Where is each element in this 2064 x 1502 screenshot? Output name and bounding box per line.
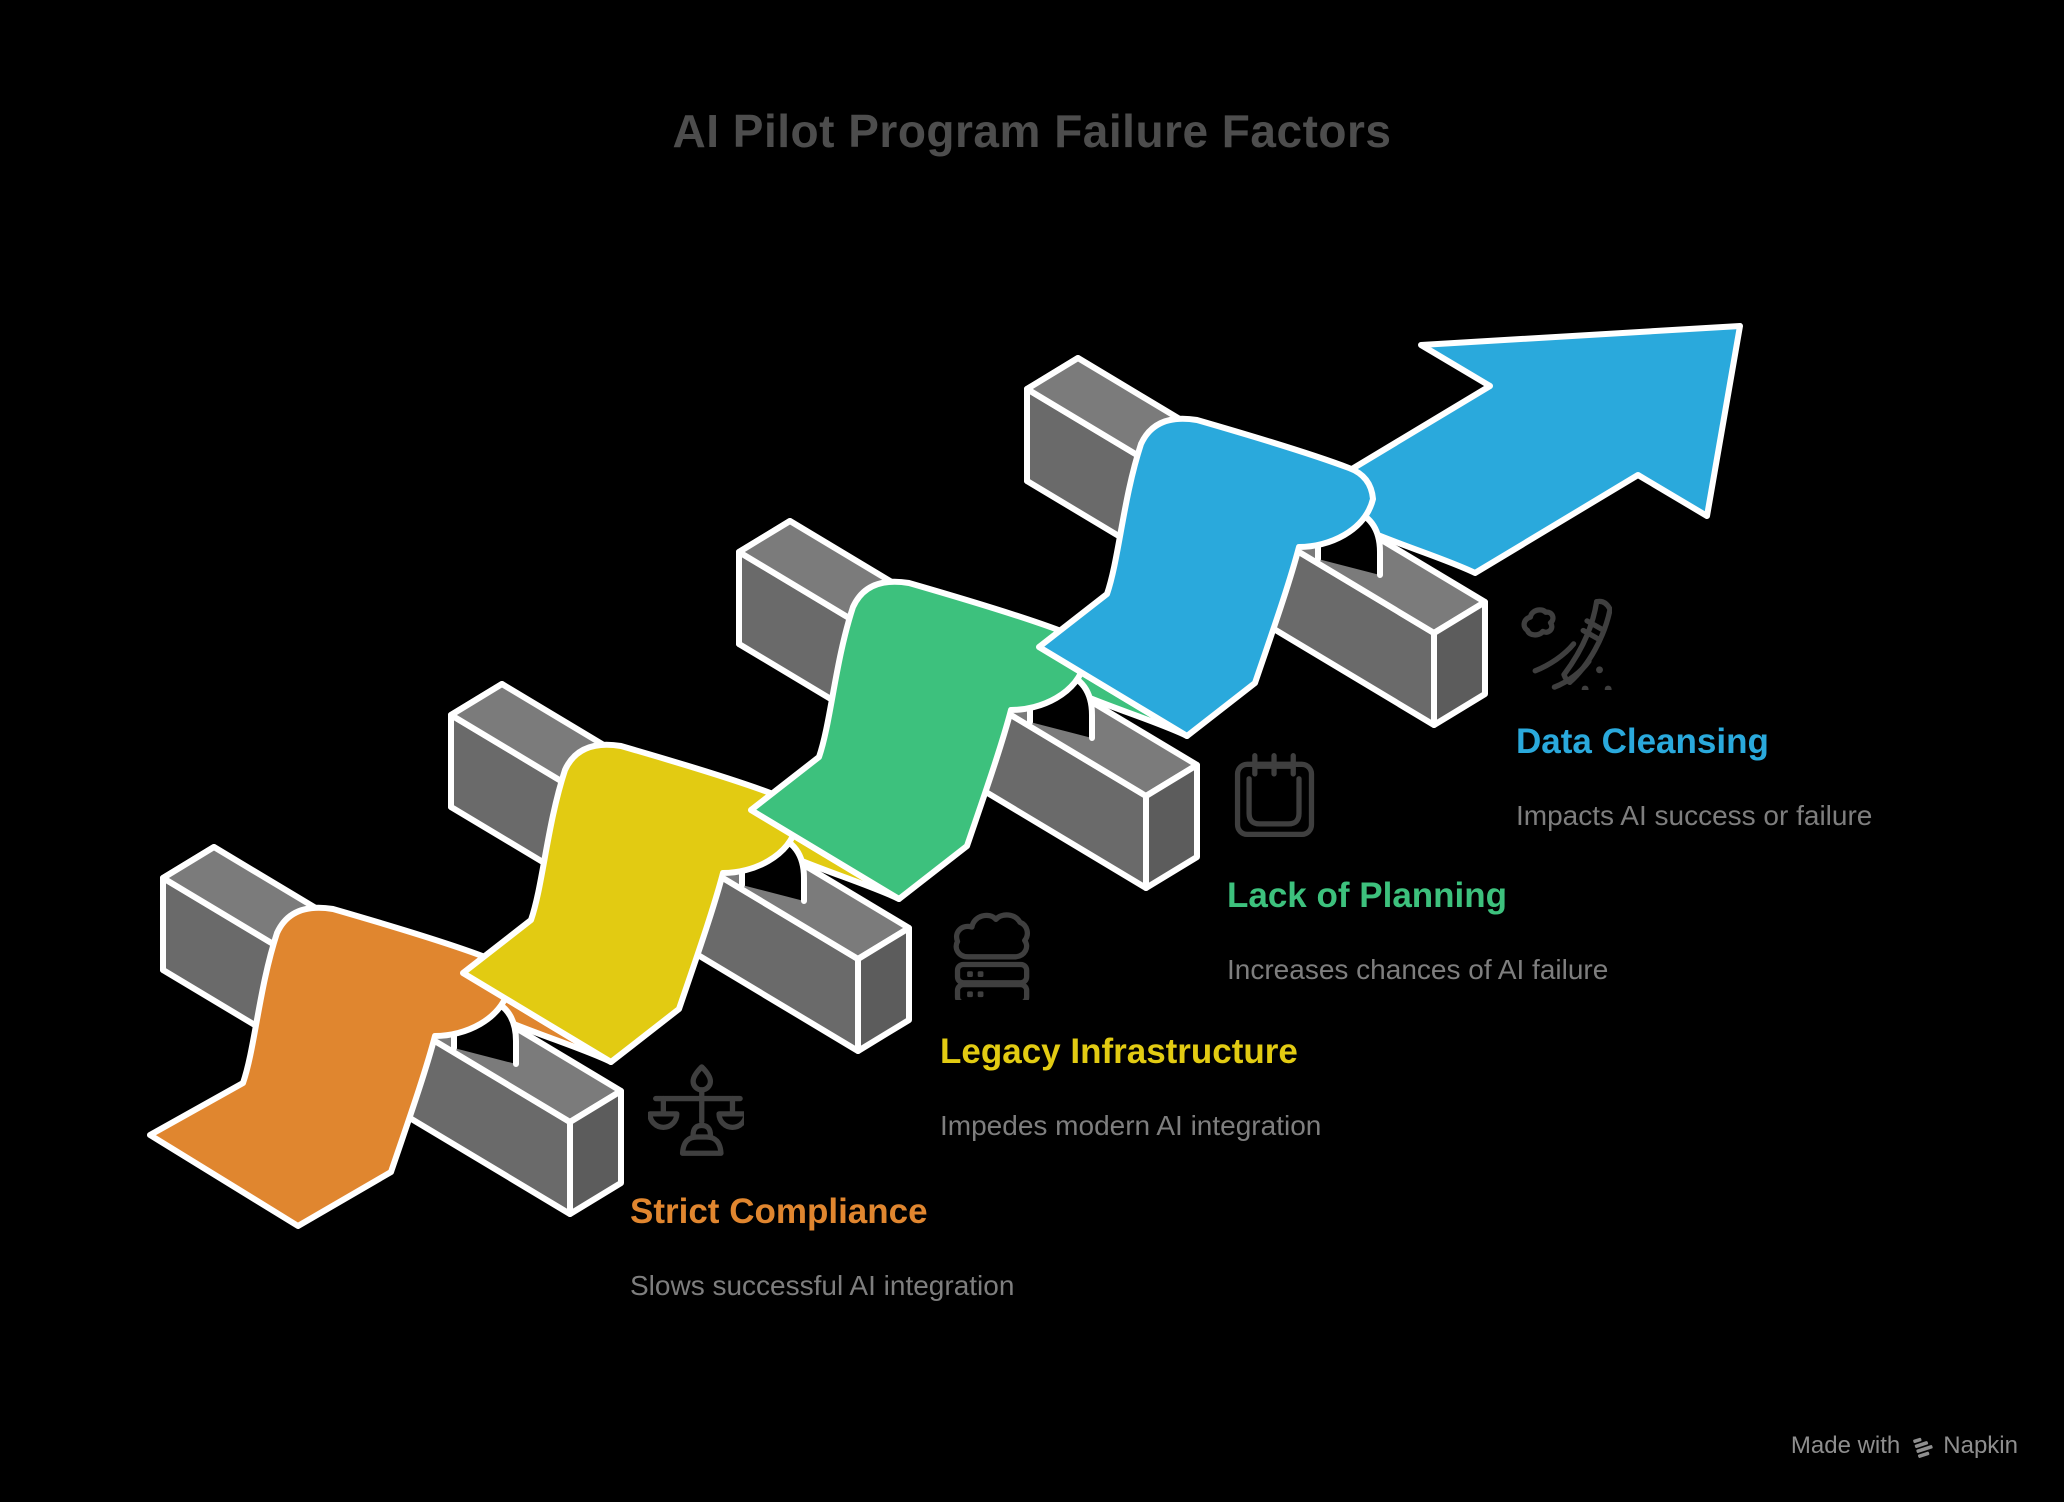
factor-description: Increases chances of AI failure	[1227, 954, 1609, 985]
factor-heading: Strict Compliance	[630, 1192, 928, 1231]
factor-description: Slows successful AI integration	[630, 1270, 1015, 1301]
factor-description: Impedes modern AI integration	[940, 1110, 1322, 1141]
factor-block-data-cleansing: Data Cleansing Impacts AI success or fai…	[1516, 594, 1872, 832]
factor-block-legacy-infrastructure: Legacy Infrastructure Impedes modern AI …	[940, 904, 1321, 1142]
napkin-brand-text: Napkin	[1943, 1432, 2018, 1459]
attribution: Made with Napkin	[1791, 1432, 2018, 1460]
factor-block-strict-compliance: Strict Compliance Slows successful AI in…	[630, 1064, 1014, 1302]
page-title: AI Pilot Program Failure Factors	[672, 105, 1392, 157]
made-with-text: Made with	[1790, 1432, 1901, 1459]
calendar-icon	[1234, 753, 1315, 838]
scales-icon	[648, 1064, 744, 1156]
factor-heading: Data Cleansing	[1516, 722, 1769, 761]
napkin-logo-icon	[1913, 1437, 1933, 1458]
paintbrush-icon	[1521, 598, 1612, 690]
factor-heading: Lack of Planning	[1227, 876, 1508, 915]
factor-block-lack-of-planning: Lack of Planning Increases chances of AI…	[1227, 748, 1608, 986]
factor-description: Impacts AI success or failure	[1516, 800, 1873, 831]
factor-heading: Legacy Infrastructure	[940, 1032, 1298, 1071]
cloud-server-icon	[953, 912, 1030, 1000]
